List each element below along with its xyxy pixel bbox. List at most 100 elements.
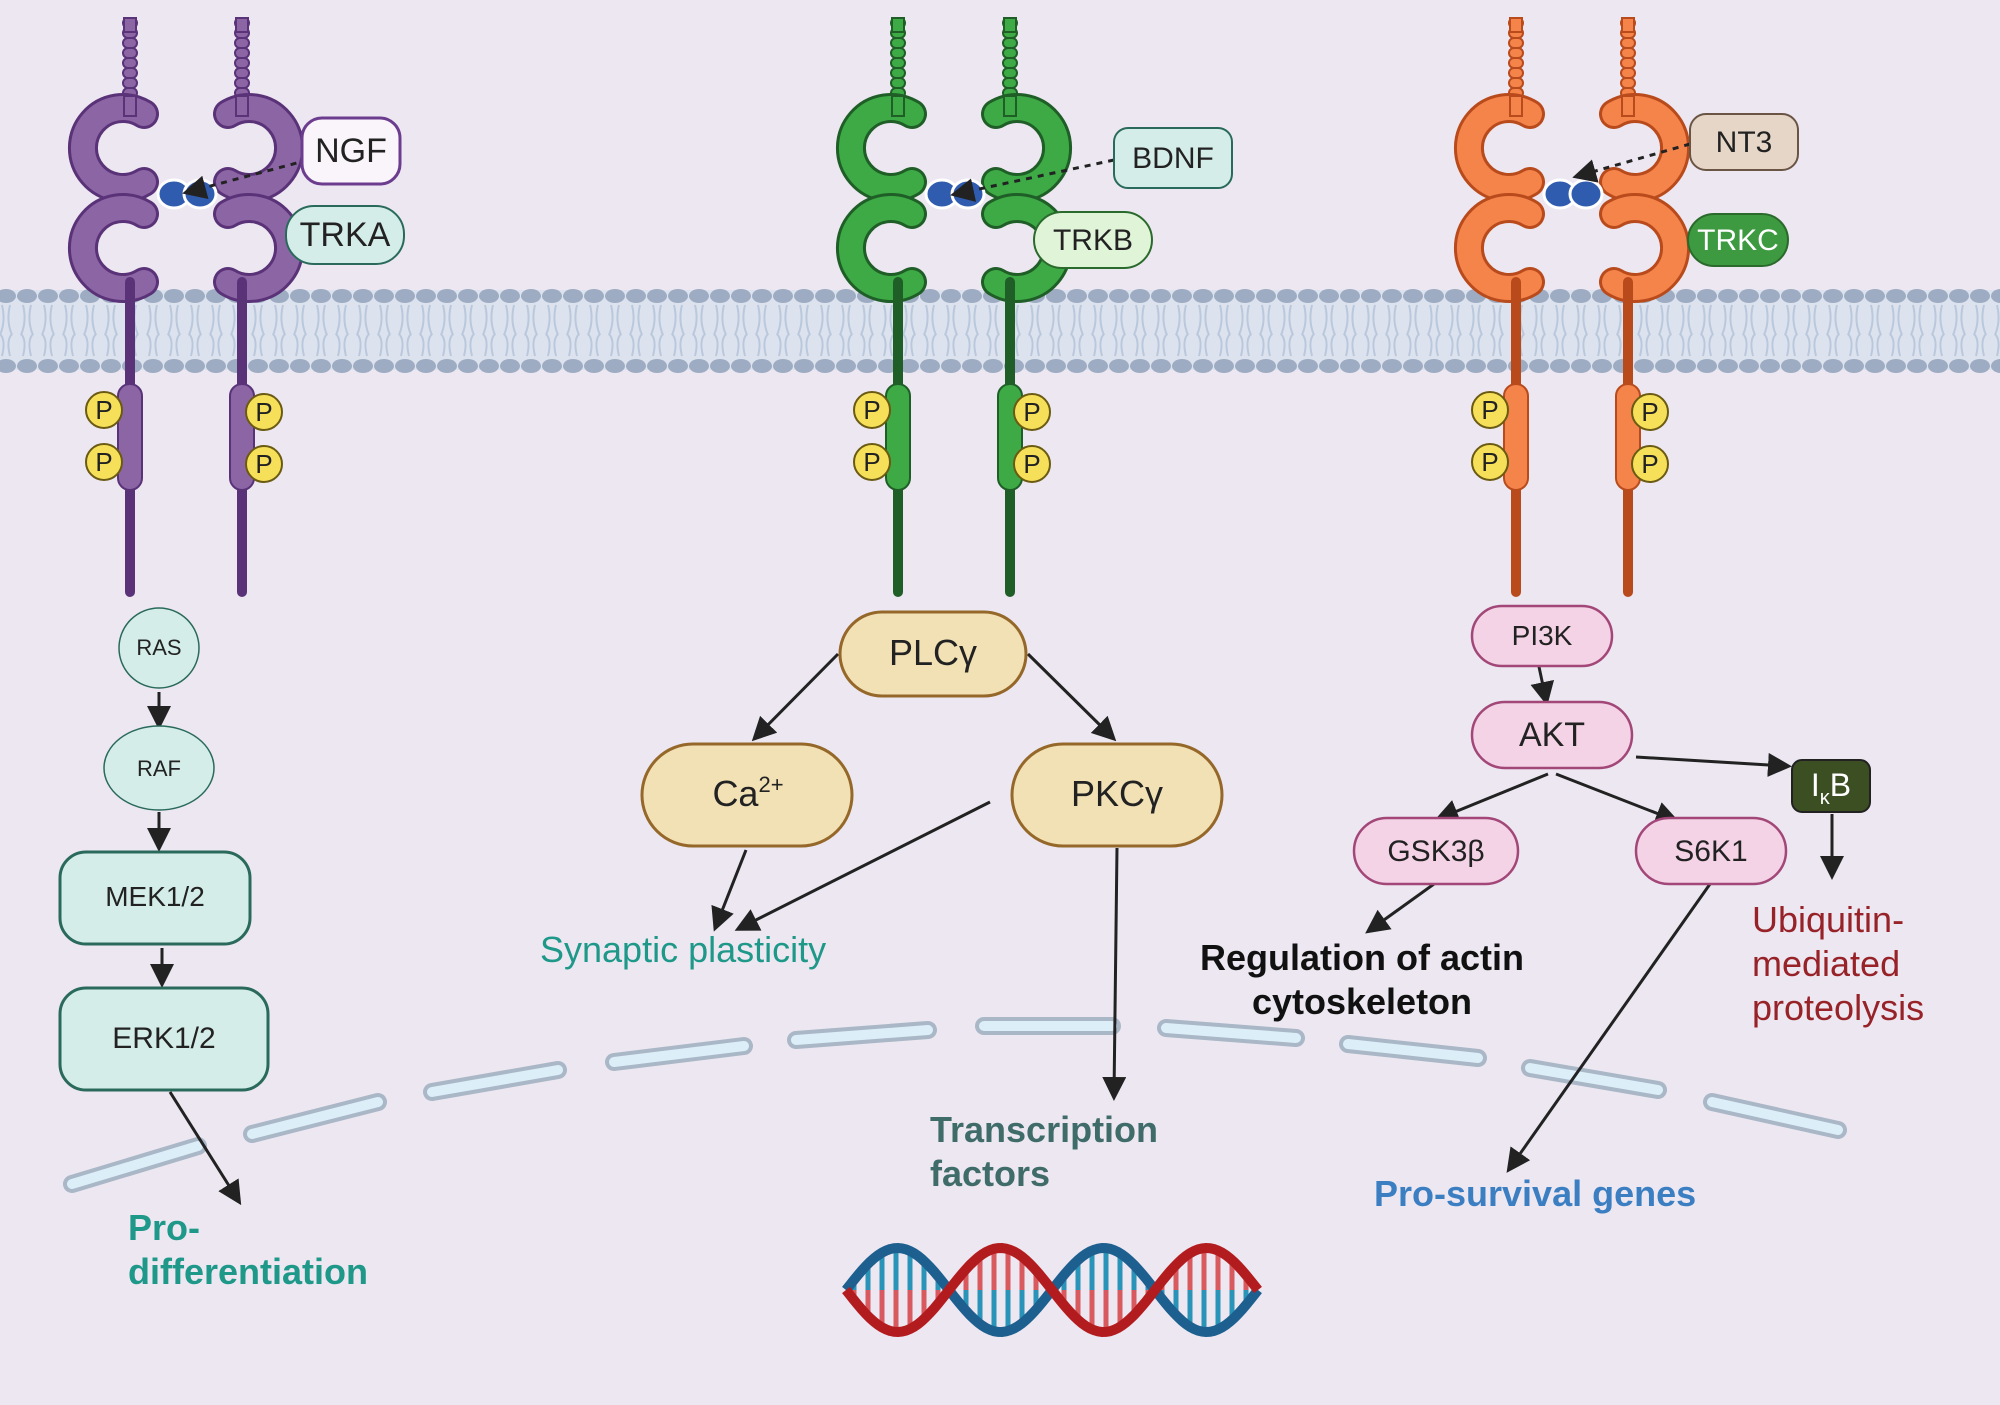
lipid-head [1634, 359, 1654, 373]
lipid-head [290, 289, 310, 303]
lipid-head [626, 289, 646, 303]
phosphate-label: P [1641, 397, 1658, 427]
lipid-head [1823, 289, 1843, 303]
lipid-head [563, 289, 583, 303]
phosphate-group: P [1471, 391, 1509, 429]
lipid-head [1235, 289, 1255, 303]
lipid-head [38, 289, 58, 303]
lipid-head [1193, 289, 1213, 303]
lipid-head [395, 359, 415, 373]
lipid-head [164, 289, 184, 303]
lipid-head [353, 289, 373, 303]
lipid-head [206, 359, 226, 373]
lipid-head [185, 289, 205, 303]
lipid-head [1487, 359, 1507, 373]
lipid-head [668, 289, 688, 303]
lipid-head [395, 289, 415, 303]
lipid-head [269, 359, 289, 373]
lipid-head [1319, 289, 1339, 303]
lipid-head [311, 289, 331, 303]
phosphate-label: P [1023, 397, 1040, 427]
lipid-head [1655, 359, 1675, 373]
ras-label: RAS [136, 635, 181, 660]
lipid-head [647, 359, 667, 373]
lipid-head [332, 359, 352, 373]
lipid-head [479, 359, 499, 373]
phosphate-group: P [85, 391, 123, 429]
dimer-binding-site [182, 178, 218, 210]
akt-label: AKT [1519, 716, 1585, 754]
lipid-head [290, 359, 310, 373]
nt3-binding-arrow [1572, 142, 1691, 183]
membrane-band [0, 290, 2000, 370]
lipid-head [101, 359, 121, 373]
dna-strand-red [842, 1242, 1262, 1338]
arrow-s6k1-prosurvival [1506, 883, 1712, 1173]
lipid-head [1067, 289, 1087, 303]
cell-membrane [0, 289, 2000, 373]
lipid-head [857, 359, 877, 373]
lipid-head [1277, 359, 1297, 373]
lipid-head [1256, 359, 1276, 373]
lipid-head [521, 289, 541, 303]
lipid-head [647, 289, 667, 303]
ngf-binding-arrow [182, 158, 309, 199]
lipid-head [1088, 359, 1108, 373]
phosphate-group: P [245, 393, 283, 431]
ngf-label: NGF [315, 132, 387, 170]
ca-label: Ca [712, 773, 759, 814]
lipid-head [731, 289, 751, 303]
lipid-head [1214, 289, 1234, 303]
trkc-label: TRKC [1697, 224, 1779, 257]
ikb-label-end: B [1830, 767, 1851, 803]
lipid-head [38, 359, 58, 373]
lipid-head [542, 289, 562, 303]
lipid-head [1571, 359, 1591, 373]
phosphate-label: P [255, 397, 272, 427]
outcome-ubiquitin-line3: proteolysis [1752, 987, 1924, 1028]
lipid-head [1130, 289, 1150, 303]
phosphate-group: P [85, 443, 123, 481]
pi3k-node: PI3K [1470, 604, 1614, 668]
lipid-head [1970, 359, 1990, 373]
outcome-ubiquitin-line2: mediated [1752, 943, 1900, 984]
lipid-head [1025, 359, 1045, 373]
plcg-node: PLCγ [838, 610, 1028, 698]
lipid-head [1550, 359, 1570, 373]
lipid-head [1319, 359, 1339, 373]
lipid-head [59, 289, 79, 303]
phosphate-group: P [1631, 393, 1669, 431]
trka-label: TRKA [300, 216, 391, 254]
lipid-head [1298, 359, 1318, 373]
lipid-head [1991, 289, 2000, 303]
lipid-head [689, 289, 709, 303]
lipid-head [962, 359, 982, 373]
lipid-head [1697, 359, 1717, 373]
lipid-head [1340, 289, 1360, 303]
lipid-head [1739, 289, 1759, 303]
lipid-head [1676, 289, 1696, 303]
erk-label: ERK1/2 [112, 1022, 215, 1055]
lipid-head [1445, 289, 1465, 303]
lipid-head [1718, 289, 1738, 303]
ca-superscript: 2+ [758, 772, 783, 797]
trkb-label: TRKB [1053, 224, 1133, 257]
ngf-ligand: NGF [300, 116, 402, 186]
outcome-ubiquitin-line1: Ubiquitin- [1752, 899, 1904, 940]
lipid-head [794, 289, 814, 303]
lipid-head [1844, 359, 1864, 373]
lipid-head [1928, 289, 1948, 303]
lipid-head [500, 359, 520, 373]
lipid-head [1781, 359, 1801, 373]
lipid-head [1907, 289, 1927, 303]
lipid-head [899, 359, 919, 373]
lipid-head [248, 359, 268, 373]
lipid-head [773, 289, 793, 303]
arrow-akt-ikb [1635, 752, 1792, 777]
mek-node: MEK1/2 [58, 850, 252, 946]
lipid-head [836, 289, 856, 303]
phosphate-group: P [853, 391, 891, 429]
lipid-head [353, 359, 373, 373]
phosphate-label: P [1641, 449, 1658, 479]
